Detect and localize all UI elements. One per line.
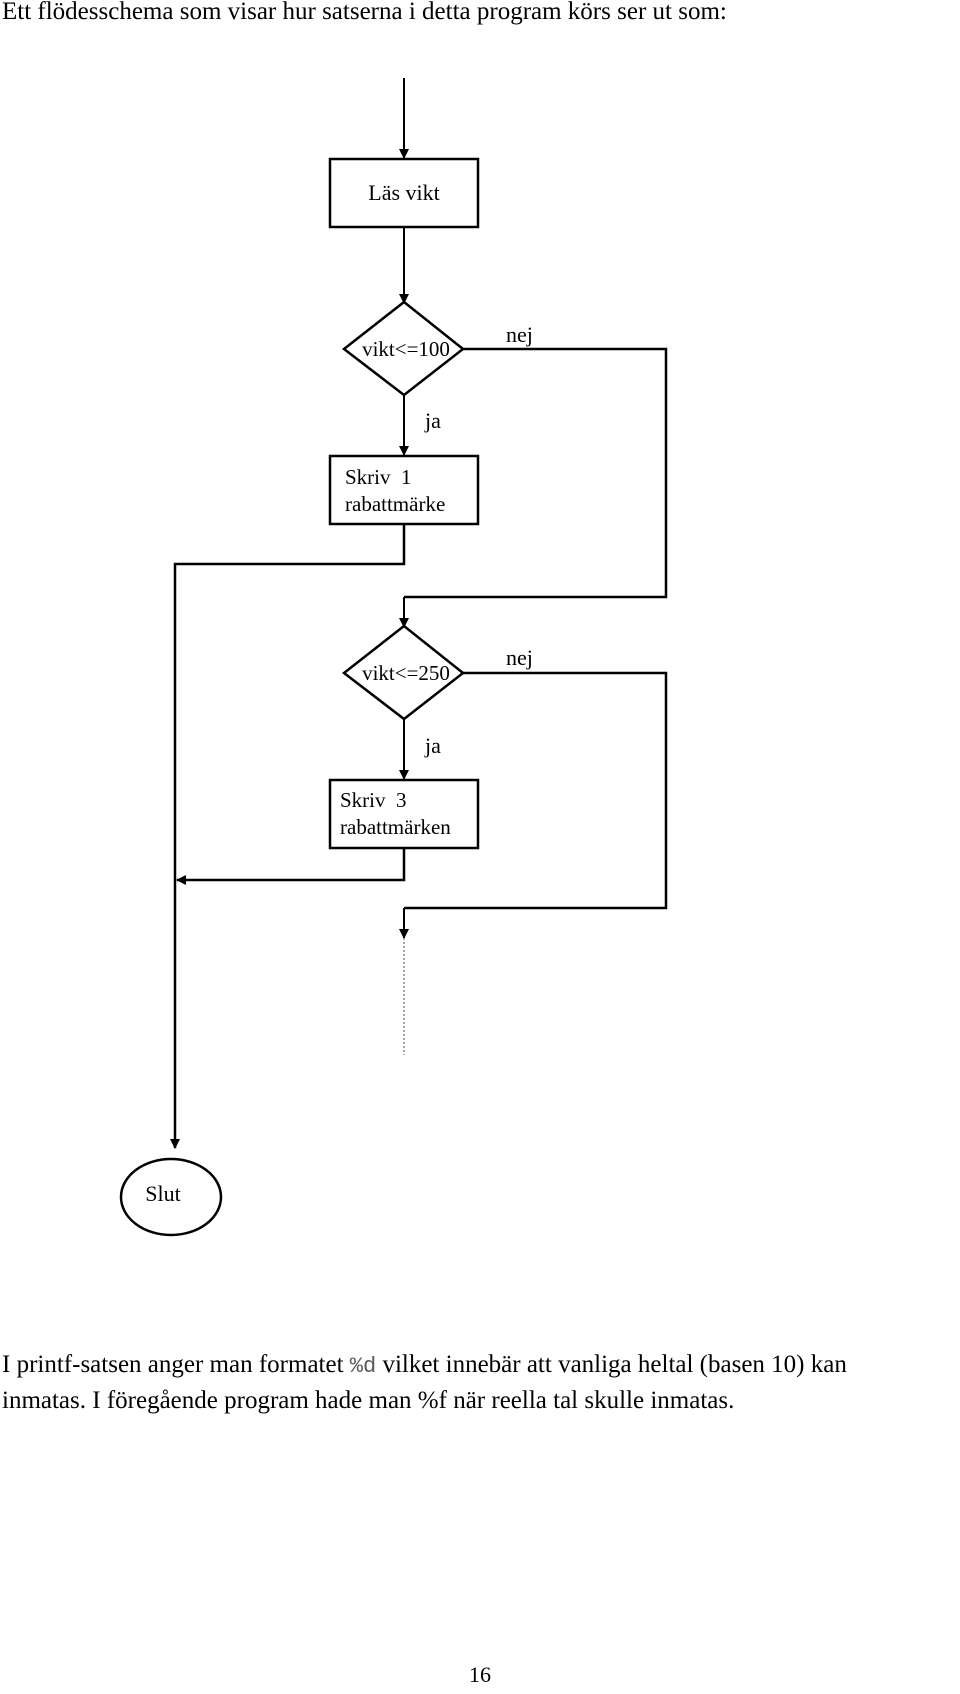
format-code: %d [349,1354,377,1379]
box2-line1: Skriv 3 [340,788,407,812]
yes-label-2: ja [424,733,441,758]
box1-line2: rabattmärke [345,492,445,516]
cond1-label: vikt<=100 [362,337,450,361]
paragraph-line2: inmatas. I föregående program hade man %… [2,1387,735,1414]
box1-line1: Skriv 1 [345,465,412,489]
end-terminal [119,1157,223,1237]
intro-text: Ett flödesschema som visar hur satserna … [2,0,727,25]
explanation-paragraph: I printf-satsen anger man formatet %d vi… [2,1348,958,1418]
read-weight-box [328,157,480,229]
paragraph-line1-end: vilket innebär att vanliga heltal (basen… [376,1351,847,1378]
yes-path-1 [170,524,406,1149]
end-label: Slut [145,1181,180,1206]
yes-label-1: ja [424,408,441,433]
yes-path-2 [176,848,406,885]
no-label-1: nej [506,322,533,347]
no-branch-1 [404,347,668,599]
flowchart: Läs vikt vikt<=100 nej ja Skriv 1 rabatt… [119,78,668,1237]
no-branch-2 [404,671,668,910]
cond2-label: vikt<=250 [362,661,450,685]
read-weight-label: Läs vikt [368,180,440,205]
box2-line2: rabattmärken [340,815,451,839]
no-label-2: nej [506,645,533,670]
page-number: 16 [469,1662,491,1687]
paragraph-line1-start: I printf-satsen anger man formatet [2,1351,350,1378]
write-3-coupons-box [328,778,480,850]
